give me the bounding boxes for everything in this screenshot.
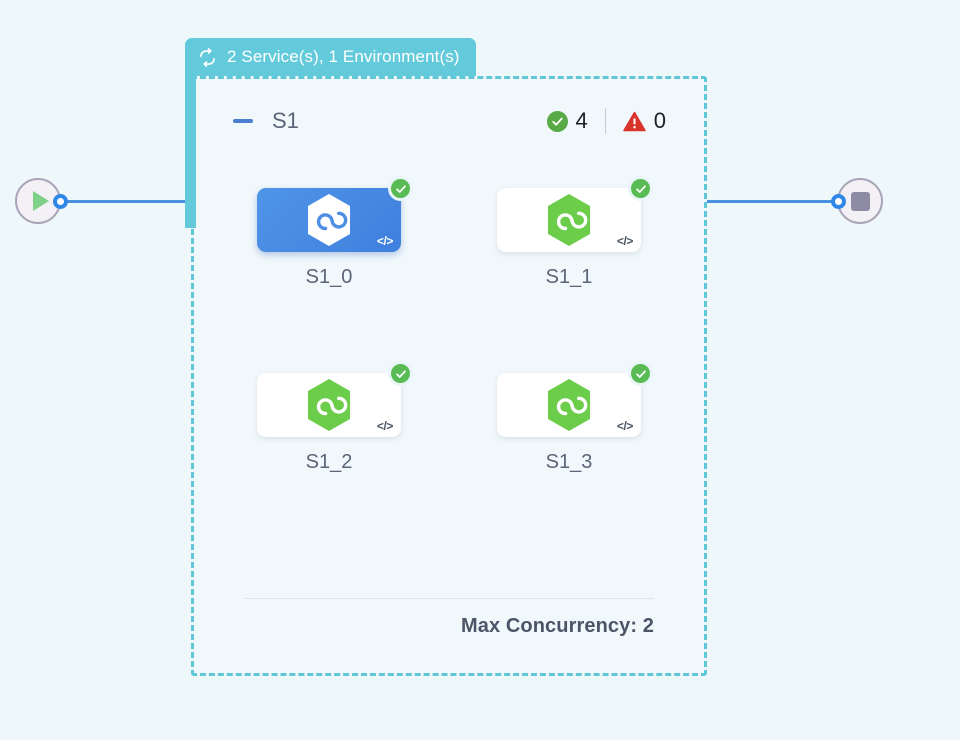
hexagon-node-icon xyxy=(548,379,590,431)
task-cell: </> S1_0 xyxy=(257,176,413,289)
success-count: 4 xyxy=(575,108,588,133)
check-circle-icon xyxy=(628,361,653,386)
stop-icon xyxy=(850,191,870,211)
task-cell: </> S1_2 xyxy=(257,361,413,474)
edge-group-to-end xyxy=(707,200,835,203)
play-icon xyxy=(32,191,49,211)
task-row: </> S1_0 </> xyxy=(257,176,657,289)
end-node-input-port[interactable] xyxy=(831,194,846,209)
task-card-s1-1[interactable]: </> xyxy=(497,176,653,252)
warning-counter: 0 xyxy=(622,108,666,134)
group-header-tab[interactable]: 2 Service(s), 1 Environment(s) xyxy=(185,38,476,76)
task-card-s1-2[interactable]: </> xyxy=(257,361,413,437)
warning-triangle-icon xyxy=(622,111,646,132)
success-counter: 4 xyxy=(546,108,588,134)
warning-count: 0 xyxy=(653,108,666,133)
code-icon: </> xyxy=(376,234,394,248)
loop-icon xyxy=(200,47,215,67)
edge-start-to-group xyxy=(66,200,188,203)
check-circle-icon xyxy=(388,176,413,201)
stage-header: S1 4 0 xyxy=(232,104,666,138)
task-card-s1-0[interactable]: </> xyxy=(257,176,413,252)
hexagon-node-icon xyxy=(308,379,350,431)
task-cell: </> S1_3 xyxy=(497,361,653,474)
hexagon-node-icon xyxy=(548,194,590,246)
max-concurrency-label: Max Concurrency: 2 xyxy=(461,615,654,637)
check-circle-icon xyxy=(546,110,568,132)
minus-icon[interactable] xyxy=(232,110,254,132)
task-label: S1_2 xyxy=(305,451,353,473)
stage-name-label: S1 xyxy=(272,108,299,133)
task-card-s1-3[interactable]: </> xyxy=(497,361,653,437)
group-footer: Max Concurrency: 2 xyxy=(244,598,654,638)
check-circle-icon xyxy=(628,176,653,201)
stage-counters: 4 0 xyxy=(546,108,666,134)
task-label: S1_0 xyxy=(305,266,353,288)
code-icon: </> xyxy=(616,419,634,433)
hexagon-node-icon xyxy=(308,194,350,246)
group-tab-label: 2 Service(s), 1 Environment(s) xyxy=(227,47,460,66)
footer-divider xyxy=(244,598,654,599)
counter-divider xyxy=(604,108,606,134)
task-label: S1_3 xyxy=(545,451,593,473)
start-node-output-port[interactable] xyxy=(53,194,68,209)
check-circle-icon xyxy=(388,361,413,386)
group-left-rail xyxy=(185,74,196,228)
task-row: </> S1_2 </> xyxy=(257,361,657,474)
task-label: S1_1 xyxy=(545,266,593,288)
code-icon: </> xyxy=(376,419,394,433)
task-cell: </> S1_1 xyxy=(497,176,653,289)
task-grid: </> S1_0 </> xyxy=(257,176,657,512)
code-icon: </> xyxy=(616,234,634,248)
